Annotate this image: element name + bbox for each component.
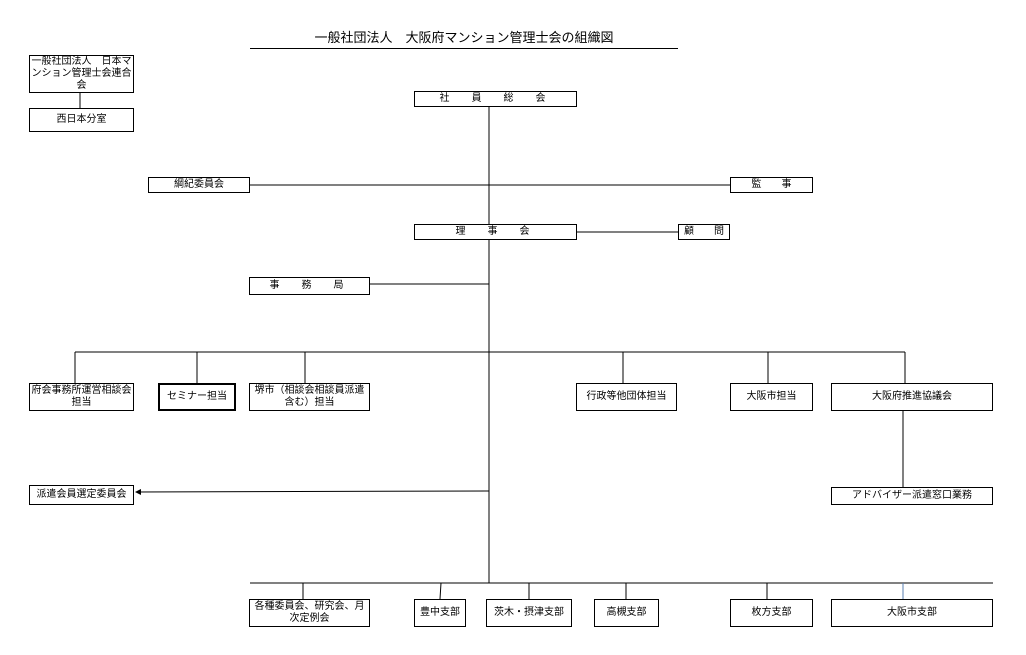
dispatch-selection-label: 派遣会員選定委員会: [36, 489, 127, 500]
admin-liaison-label: 行政等他団体担当: [586, 391, 667, 402]
osaka-city-label: 大阪市担当: [746, 391, 797, 402]
committees-box: 各種委員会、研究会、月次定例会: [249, 599, 370, 627]
hirakata-label: 枚方支部: [751, 607, 792, 618]
office-consult-label: 府会事務所運営相談会担当: [31, 385, 132, 408]
seminar-box: セミナー担当: [158, 383, 236, 411]
advisor-box: 顧 問: [678, 224, 730, 240]
office-consult-box: 府会事務所運営相談会担当: [29, 383, 134, 411]
sakai-label: 堺市（相談会相談員派遣含む）担当: [254, 385, 365, 408]
west-branch-label: 西日本分室: [56, 114, 107, 125]
advisor-dispatch-label: アドバイザー派遣窓口業務: [852, 490, 972, 501]
discipline-committee-box: 綱紀委員会: [148, 177, 250, 193]
ibaraki-box: 茨木・摂津支部: [486, 599, 572, 627]
advisor-dispatch-box: アドバイザー派遣窓口業務: [831, 487, 993, 505]
general-meeting-label: 社 員 総 会: [439, 93, 552, 104]
auditor-box: 監 事: [730, 177, 813, 193]
west-branch-box: 西日本分室: [29, 108, 134, 132]
discipline-committee-label: 綱紀委員会: [174, 179, 224, 190]
federation-label: 一般社団法人 日本マンション管理士会連合会: [31, 56, 132, 91]
admin-liaison-box: 行政等他団体担当: [576, 383, 677, 411]
osaka-branch-label: 大阪市支部: [887, 607, 937, 618]
toyonaka-box: 豊中支部: [414, 599, 466, 627]
dispatch-selection-arrow: [135, 488, 490, 495]
takatsuki-box: 高槻支部: [594, 599, 659, 627]
secretariat-label: 事 務 局: [269, 280, 350, 291]
promotion-council-label: 大阪府推進協議会: [872, 391, 952, 402]
seminar-label: セミナー担当: [167, 391, 227, 402]
toyonaka-drop: [439, 582, 442, 600]
takatsuki-label: 高槻支部: [606, 607, 647, 618]
secretariat-box: 事 務 局: [249, 277, 370, 295]
promotion-council-box: 大阪府推進協議会: [831, 383, 993, 411]
advisor-label: 顧 問: [684, 226, 724, 237]
toyonaka-label: 豊中支部: [420, 607, 460, 618]
committees-label: 各種委員会、研究会、月次定例会: [254, 601, 365, 624]
auditor-label: 監 事: [751, 179, 792, 190]
osaka-city-box: 大阪市担当: [730, 383, 813, 411]
osaka-branch-box: 大阪市支部: [831, 599, 993, 627]
ibaraki-label: 茨木・摂津支部: [494, 607, 564, 618]
general-meeting-box: 社 員 総 会: [414, 91, 577, 107]
dispatch-selection-box: 派遣会員選定委員会: [29, 485, 134, 505]
board-label: 理 事 会: [455, 226, 536, 237]
hirakata-box: 枚方支部: [730, 599, 813, 627]
page-title: 一般社団法人 大阪府マンション管理士会の組織図: [250, 30, 678, 49]
sakai-box: 堺市（相談会相談員派遣含む）担当: [249, 383, 370, 411]
federation-box: 一般社団法人 日本マンション管理士会連合会: [29, 55, 134, 93]
board-box: 理 事 会: [414, 224, 577, 240]
